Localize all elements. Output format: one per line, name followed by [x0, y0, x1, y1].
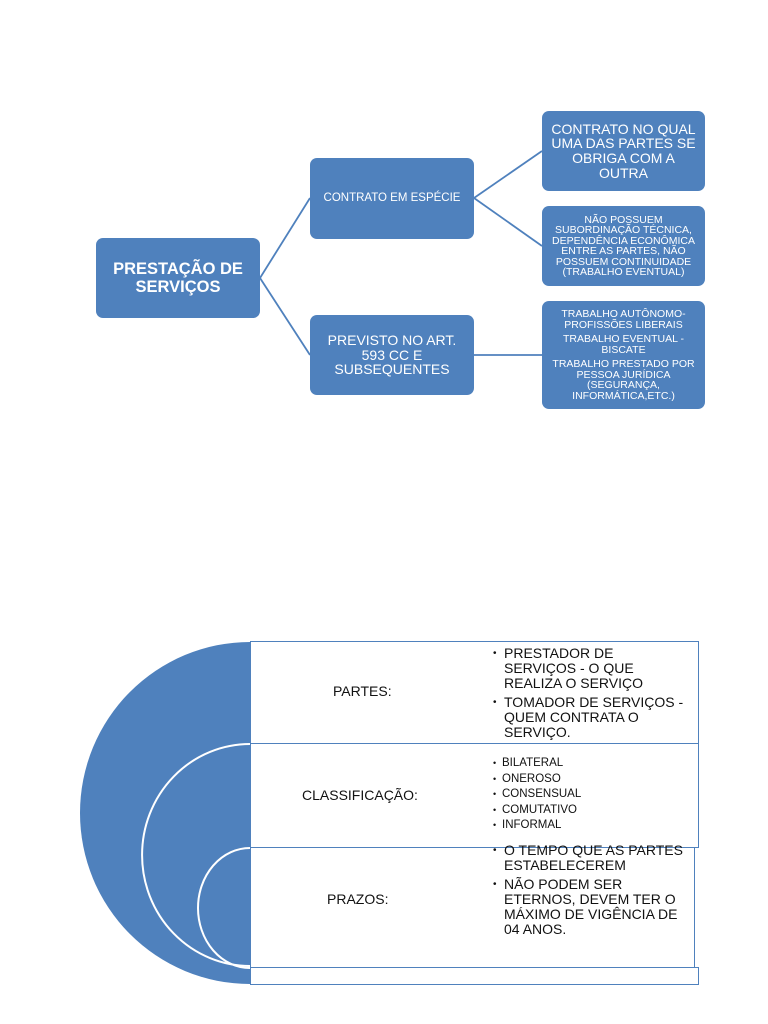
list-item: O TEMPO QUE AS PARTES ESTABELECEREM	[490, 843, 685, 873]
list-item: COMUTATIVO	[492, 803, 682, 819]
branch-node-contrato-label: CONTRATO EM ESPÉCIE	[323, 192, 461, 205]
row-label-classificacao: CLASSIFICAÇÃO:	[302, 787, 418, 803]
branch-node-previsto-label: PREVISTO NO ART. 593 CC E SUBSEQUENTES	[327, 331, 457, 378]
leaf-node-tipos: TRABALHO AUTÔNOMO- PROFISSÕES LIBERAIS T…	[542, 301, 705, 409]
root-node: PRESTAÇÃO DE SERVIÇOS	[96, 238, 260, 318]
leaf-node-caracteristicas: NÃO POSSUEM SUBORDINAÇÃO TÉCNICA, DEPEND…	[542, 206, 705, 286]
middle-arc	[141, 743, 251, 967]
leaf-node-definicao: CONTRATO NO QUAL UMA DAS PARTES SE OBRIG…	[542, 111, 705, 191]
row-bullets-classificacao: BILATERAL ONEROSO CONSENSUAL COMUTATIVO …	[492, 756, 682, 834]
list-item: CONSENSUAL	[492, 787, 682, 803]
leaf-node-caracteristicas-label: NÃO POSSUEM SUBORDINAÇÃO TÉCNICA, DEPEND…	[552, 213, 695, 278]
list-item: TOMADOR DE SERVIÇOS - QUEM CONTRATA O SE…	[490, 695, 685, 740]
row-label-partes: PARTES:	[333, 683, 392, 699]
connector-root-branch-b	[259, 277, 311, 356]
connector-branch-a-leaf-a1	[473, 150, 543, 199]
row-label-prazos: PRAZOS:	[327, 891, 389, 907]
list-item: INFORMAL	[492, 818, 682, 834]
connector-root-branch-a	[259, 197, 311, 279]
row-bullets-prazos: O TEMPO QUE AS PARTES ESTABELECEREM NÃO …	[490, 843, 685, 941]
row-box-bottom	[250, 967, 699, 985]
leaf-node-tipos-line1: TRABALHO AUTÔNOMO- PROFISSÕES LIBERAIS	[561, 308, 686, 331]
list-item: NÃO PODEM SER ETERNOS, DEVEM TER O MÁXIM…	[490, 877, 685, 937]
list-item: PRESTADOR DE SERVIÇOS - O QUE REALIZA O …	[490, 646, 685, 691]
leaf-node-definicao-label: CONTRATO NO QUAL UMA DAS PARTES SE OBRIG…	[551, 120, 696, 181]
leaf-node-tipos-line3: TRABALHO PRESTADO POR PESSOA JURÍDICA (S…	[552, 358, 695, 402]
branch-node-previsto: PREVISTO NO ART. 593 CC E SUBSEQUENTES	[310, 315, 474, 395]
inner-arc	[197, 847, 251, 969]
row-bullets-partes: PRESTADOR DE SERVIÇOS - O QUE REALIZA O …	[490, 646, 685, 744]
outer-arc	[80, 642, 250, 984]
leaf-node-tipos-line2: TRABALHO EVENTUAL - BISCATE	[563, 333, 684, 356]
list-item: BILATERAL	[492, 756, 682, 772]
connector-branch-a-leaf-a2	[473, 197, 543, 247]
branch-node-contrato: CONTRATO EM ESPÉCIE	[310, 158, 474, 239]
list-item: ONEROSO	[492, 772, 682, 788]
root-node-label: PRESTAÇÃO DE SERVIÇOS	[113, 259, 243, 296]
